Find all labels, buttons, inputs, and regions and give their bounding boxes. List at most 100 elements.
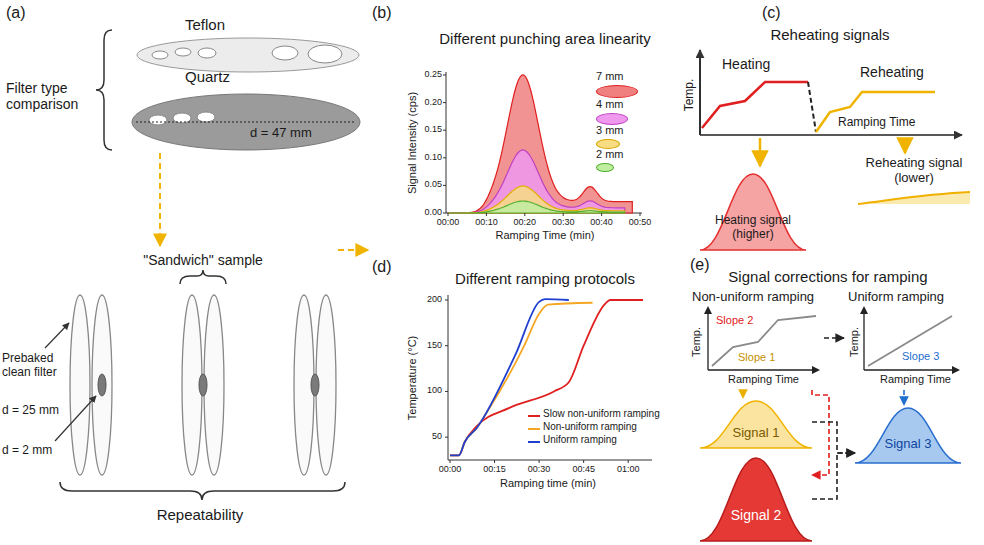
chart-label: Temp. (683, 79, 697, 112)
chart-label: 00:40 (590, 217, 613, 227)
chart-label: 00:30 (552, 217, 575, 227)
tick-mark (640, 213, 641, 216)
tick-mark (448, 213, 449, 216)
chart-axis (448, 295, 652, 460)
signal-peak (700, 458, 812, 541)
node-shape (855, 405, 961, 463)
signal-area (448, 186, 625, 213)
tick-mark (443, 130, 446, 131)
legend-text: 3 mm (596, 124, 624, 137)
ramp-line (868, 316, 952, 366)
filter-quartz: Quartzd = 47 mm (130, 68, 362, 152)
tick-mark (494, 460, 495, 463)
legend-text: Uniform ramping (543, 434, 617, 446)
tick-mark (539, 460, 540, 463)
legend-swatch (596, 85, 638, 98)
node-shape (135, 16, 361, 74)
node-text: Temp. (848, 327, 861, 357)
chart-label: Ramping Time (min) (495, 229, 594, 242)
punched-sample (98, 374, 106, 396)
dashed-arrow (338, 249, 368, 251)
brace (180, 270, 226, 284)
signal-peak: Signal 2 (700, 455, 812, 541)
tick-mark (628, 460, 629, 463)
chart-label: 00:45 (572, 464, 595, 474)
chart-label: 01:00 (617, 464, 640, 474)
chart-axis (446, 72, 642, 213)
reheating-line (816, 92, 935, 132)
chart-axis (708, 312, 818, 370)
legend-line-sample (528, 441, 540, 443)
dimension: d = 25 mm (2, 404, 59, 418)
node-title: Reheating signal (lower) (859, 156, 969, 186)
legend-swatch (596, 113, 628, 125)
node-shape (130, 68, 362, 152)
tick-mark (450, 460, 451, 463)
panel-letter: (d) (372, 258, 392, 276)
legend-text: Slow non-uniform ramping (543, 408, 660, 420)
dashed-arrow (903, 390, 905, 405)
punched-sample (311, 374, 319, 396)
cooling-line (808, 82, 816, 132)
group-label: "Sandwich" sample (143, 252, 263, 268)
chart-label: Ramping time (min) (500, 477, 596, 490)
chart-label: Different punching area linearity (439, 30, 651, 47)
filter (92, 295, 112, 475)
brace (60, 482, 345, 500)
legend-line-sample (528, 415, 540, 417)
filter (70, 295, 90, 475)
tick-mark (443, 157, 446, 158)
chart-label: Signal corrections for ramping (728, 268, 927, 285)
temperature-line (450, 300, 643, 455)
chart-label: 0.25 (424, 69, 442, 79)
node-title: Signal 2 (731, 507, 782, 523)
chart-label: 0.20 (424, 97, 442, 107)
signal-curve (858, 192, 970, 204)
chart-label: 0.10 (424, 152, 442, 162)
chart-label: Signal Intensity (cps) (406, 92, 419, 194)
signal-area (858, 192, 970, 204)
node-text: Slope 1 (738, 351, 775, 364)
signal-peak (855, 408, 961, 463)
leader-arrow (45, 323, 69, 348)
chart-label: Heating (722, 56, 770, 72)
tick-mark (443, 213, 446, 214)
legend-text: 4 mm (596, 98, 624, 111)
chart-label: 0.15 (424, 124, 442, 134)
tick-mark (486, 213, 487, 216)
panel-letter: (e) (690, 256, 710, 274)
tick-mark (563, 213, 564, 216)
node-text: Ramping Time (728, 373, 799, 386)
chart-label: 00:30 (528, 464, 551, 474)
node-shape (700, 398, 812, 448)
punch-hole (149, 115, 167, 125)
node-text: Slope 2 (716, 314, 753, 327)
tick-mark (443, 185, 446, 186)
chart-label: 200 (427, 294, 442, 304)
legend-text: 7 mm (596, 70, 624, 83)
legend-text: Non-uniform ramping (543, 421, 637, 433)
ramping-chart: Uniform rampingTemp.Ramping TimeSlope 3 (844, 290, 964, 390)
node-title: Heating signal (higher) (703, 214, 803, 242)
node-title: Signal 1 (733, 426, 780, 441)
tick-mark (443, 102, 446, 103)
signal-peak: Heating signal (higher) (700, 170, 806, 250)
dashed-arrow (812, 422, 855, 453)
chart-label: 00:00 (437, 217, 460, 227)
legend-text: 2 mm (596, 148, 624, 161)
group-label: Repeatability (157, 506, 244, 523)
legend-swatch (596, 163, 614, 172)
tick-mark (601, 213, 602, 216)
dashed-arrow (742, 390, 744, 398)
panel-letter: (c) (762, 4, 781, 22)
legend-swatch (596, 139, 620, 149)
filter (137, 38, 359, 72)
node-text: Slope 3 (902, 350, 939, 363)
part-label: Prebaked clean filter (2, 352, 68, 380)
brace (96, 30, 112, 150)
node-shape (700, 455, 812, 541)
signal-peak (700, 401, 812, 448)
signal-peak: Reheating signal (lower) (858, 156, 970, 204)
chart-label: Ramping Time (838, 116, 915, 130)
chart-label: 00:20 (514, 217, 537, 227)
